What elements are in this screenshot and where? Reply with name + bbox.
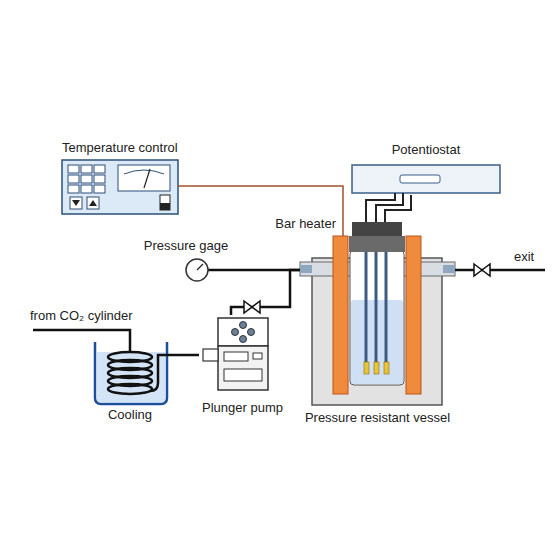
pressure-vessel [300, 216, 455, 405]
cell-cap-top [352, 222, 402, 236]
pressure-gage [186, 259, 236, 281]
key [94, 175, 105, 183]
bath-wall [95, 342, 167, 404]
bar-heater [406, 236, 421, 394]
gage-dial [186, 259, 208, 281]
down-button [70, 197, 82, 209]
potentiostat-body [352, 165, 500, 193]
node-label: Pressure gage [144, 238, 229, 253]
pump-base [218, 346, 268, 390]
potentiostat [352, 165, 500, 193]
exit-valve [474, 264, 490, 276]
heater-cable [192, 186, 343, 216]
cooling-bath [33, 330, 172, 404]
pump-keys [224, 369, 262, 381]
key [81, 185, 92, 193]
key [81, 175, 92, 183]
controller-panel [62, 160, 178, 214]
electrode-tip [374, 362, 379, 374]
co2-pipe [172, 354, 199, 357]
plunger-pump [203, 318, 268, 390]
electrode [375, 252, 378, 362]
key [94, 185, 105, 193]
heater-cable [342, 216, 344, 236]
feed-valve [244, 301, 260, 313]
cell-cap [349, 236, 405, 252]
meter-needle [144, 169, 150, 188]
electrode-wire [376, 193, 403, 222]
bath-liquid [97, 352, 165, 402]
potentiostat-slot [400, 175, 440, 183]
up-button [87, 197, 99, 209]
node-label: Plunger pump [202, 400, 283, 415]
flange-port [300, 265, 312, 273]
node-label: Bar heater [275, 216, 336, 231]
pump-knob [240, 336, 247, 343]
heater-cable [178, 185, 192, 187]
meter-scale [124, 170, 164, 174]
node-label: Cooling [108, 407, 152, 422]
gage-pipe [208, 269, 236, 272]
key [68, 185, 79, 193]
electrode-wire [385, 195, 411, 220]
coil-outlet [150, 355, 172, 391]
exit-label: exit [514, 249, 534, 264]
pump-button [253, 353, 262, 359]
pump-head [218, 318, 268, 346]
node-label: Temperature control [62, 140, 178, 155]
node-label: Potentiostat [392, 142, 461, 157]
node-label: Pressure resistant vessel [305, 410, 450, 425]
feed-pipe [231, 270, 300, 315]
co2-inlet [33, 330, 130, 352]
potentiostat-box: Potentiostat [350, 142, 502, 195]
temperature-controller [62, 160, 192, 214]
pump-fitting [203, 349, 218, 361]
down-triangle [72, 200, 80, 206]
pump-box: Plunger pump [199, 315, 286, 415]
electrode-tip [384, 362, 389, 374]
inlet-label: from CO₂ cylinder [30, 308, 133, 323]
switch [160, 195, 170, 210]
pump-knob [248, 329, 255, 336]
heater-box: Bar heater [270, 216, 350, 395]
pump-display [224, 352, 248, 361]
key [81, 165, 92, 173]
cooling-box: Cooling [88, 325, 172, 422]
electrode-wire [366, 193, 395, 222]
electrode [365, 252, 368, 362]
electrode [385, 252, 388, 362]
exit-pipe [455, 269, 545, 272]
vessel-box: Pressure resistant vessel [300, 220, 455, 425]
up-triangle [89, 200, 97, 206]
coil-turn [108, 384, 152, 394]
gage-needle [197, 264, 203, 270]
bar-heater [333, 236, 348, 394]
switch-lever [160, 203, 170, 210]
glass-cell [350, 250, 404, 385]
controller-box: Temperature control [58, 140, 192, 216]
electrode-tip [364, 362, 369, 374]
gage-box: Pressure gage [136, 238, 236, 282]
key [94, 165, 105, 173]
flange-port [443, 265, 455, 273]
key [68, 175, 79, 183]
pump-knob [232, 329, 239, 336]
pump-knob [240, 322, 247, 329]
meter [118, 165, 170, 191]
key [68, 165, 79, 173]
